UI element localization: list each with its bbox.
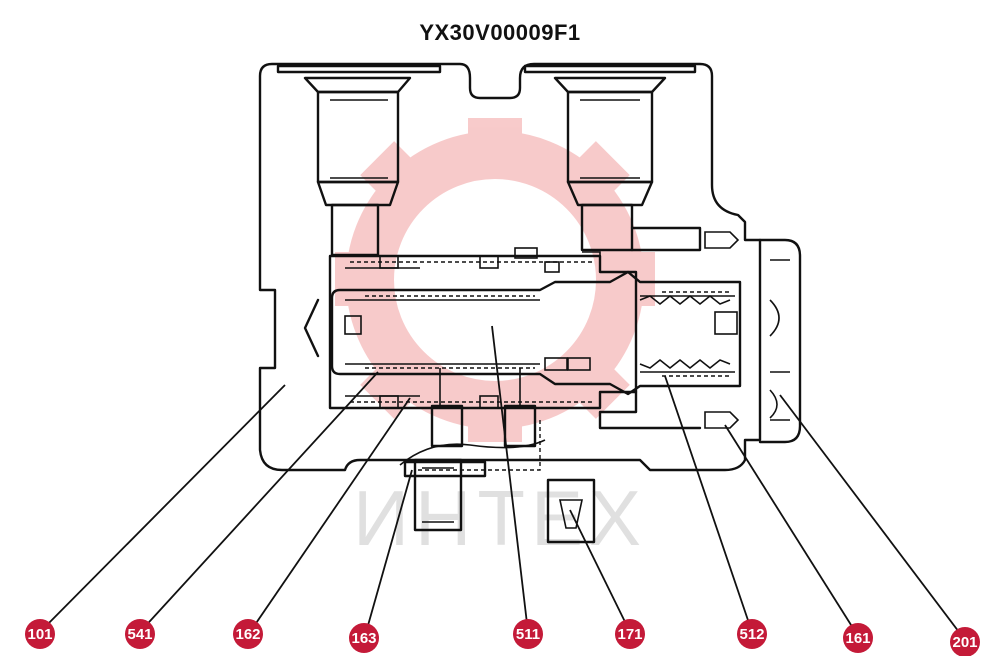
- orifice-parts: [399, 368, 546, 471]
- callout-161[interactable]: 161: [843, 623, 873, 653]
- lower-passage: [582, 251, 740, 430]
- bottom-plug-171: [546, 478, 596, 544]
- callout-162[interactable]: 162: [233, 619, 263, 649]
- spool-511: [330, 270, 742, 396]
- callout-541[interactable]: 541: [125, 619, 155, 649]
- callout-label: 161: [845, 630, 870, 647]
- end-plug-201: [758, 238, 802, 444]
- callout-label: 201: [952, 634, 977, 651]
- callout-label: 162: [235, 626, 260, 643]
- callout-101[interactable]: 101: [25, 619, 55, 649]
- callout-511[interactable]: 511: [513, 619, 543, 649]
- valve-housing: [258, 62, 762, 472]
- watermark-logo: ИНТЕХ: [335, 118, 655, 562]
- leader-lines: [39, 325, 966, 641]
- callout-label: 171: [617, 626, 642, 643]
- left-cap-assembly: [276, 64, 442, 257]
- watermark-text: ИНТЕХ: [353, 474, 647, 562]
- callout-label: 163: [351, 630, 376, 647]
- callout-201[interactable]: 201: [950, 627, 980, 656]
- spring-512: [639, 294, 731, 370]
- callout-163[interactable]: 163: [349, 623, 379, 653]
- callout-label: 512: [739, 626, 764, 643]
- callout-label: 541: [127, 626, 152, 643]
- callout-171[interactable]: 171: [615, 619, 645, 649]
- callout-label: 511: [516, 626, 540, 643]
- callout-label: 101: [27, 626, 52, 643]
- gear-icon: [335, 118, 655, 442]
- bottom-plug-163: [403, 458, 487, 532]
- right-cap-assembly: [523, 64, 740, 252]
- callout-512[interactable]: 512: [737, 619, 767, 649]
- diagram-title: YX30V00009F1: [419, 20, 581, 45]
